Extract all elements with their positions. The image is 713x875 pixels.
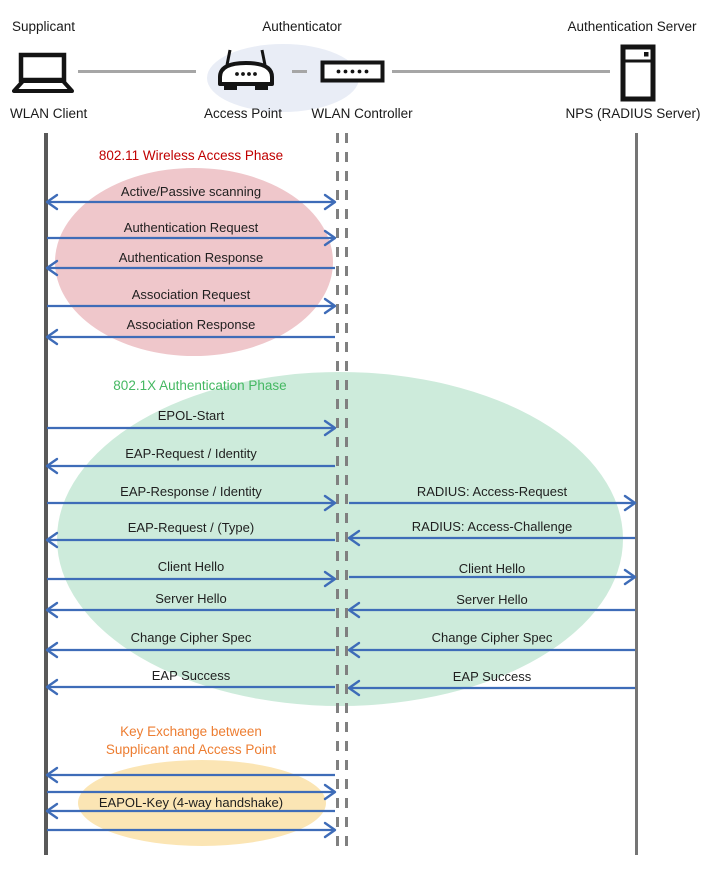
- device-label-access-point: Access Point: [203, 106, 283, 121]
- server-icon: [620, 44, 656, 102]
- message-label: EAP Success: [452, 669, 532, 684]
- message-arrow-left: [45, 641, 335, 659]
- message-arrow-right: [47, 229, 337, 247]
- message-label: EAP-Request / (Type): [127, 520, 255, 535]
- message-arrow-left: [347, 601, 635, 619]
- message-arrow-right: [349, 494, 637, 512]
- message-arrow-right: [47, 494, 337, 512]
- lifeline-wlan-client: [44, 133, 48, 855]
- device-label-wlan-client: WLAN Client: [10, 106, 88, 121]
- message-arrow-left: [45, 531, 335, 549]
- message-arrow-right: [47, 419, 337, 437]
- message-arrow-right: [349, 568, 637, 586]
- message-label: Authentication Response: [118, 250, 264, 265]
- laptop-icon: [12, 52, 74, 93]
- message-label: EAPOL-Key (4-way handshake): [98, 795, 284, 810]
- message-label: Client Hello: [157, 559, 225, 574]
- message-label: Active/Passive scanning: [120, 184, 262, 199]
- message-label: Server Hello: [155, 591, 227, 606]
- lifeline-authenticator-dash-1: [336, 133, 339, 855]
- message-arrow-left: [347, 641, 635, 659]
- message-arrow-left: [45, 457, 335, 475]
- message-label: EAP-Response / Identity: [120, 484, 262, 499]
- message-label: Authentication Request: [123, 220, 259, 235]
- message-arrow-left: [45, 766, 335, 784]
- message-arrow-right: [47, 570, 337, 588]
- device-label-nps-radius-server: NPS (RADIUS Server): [565, 106, 701, 121]
- role-label-authenticator: Authenticator: [262, 19, 342, 34]
- message-arrow-right: [47, 297, 337, 315]
- role-label-authentication-server: Authentication Server: [567, 19, 697, 34]
- message-label: EAP-Request / Identity: [125, 446, 257, 461]
- wlan-controller-icon: [320, 60, 385, 83]
- phase-title-key-exchange-line2: Supplicant and Access Point: [105, 742, 277, 757]
- message-arrow-left: [347, 529, 635, 547]
- message-label: EPOL-Start: [157, 408, 225, 423]
- access-point-icon: [218, 49, 274, 90]
- message-arrow-left: [45, 601, 335, 619]
- connector-client-to-ap: [78, 70, 196, 73]
- device-label-wlan-controller: WLAN Controller: [311, 106, 413, 121]
- message-label: EAP Success: [151, 668, 231, 683]
- message-arrow-right: [47, 821, 337, 839]
- message-label: RADIUS: Access-Request: [416, 484, 568, 499]
- message-label: Association Request: [131, 287, 251, 302]
- connector-controller-to-server: [392, 70, 610, 73]
- phase-title-80211-wireless-access: 802.11 Wireless Access Phase: [98, 148, 284, 163]
- message-arrow-left: [45, 328, 335, 346]
- message-label: Client Hello: [458, 561, 526, 576]
- message-arrow-both: [45, 193, 337, 211]
- message-label: Server Hello: [456, 592, 528, 607]
- message-arrow-left: [45, 802, 335, 820]
- message-arrow-right: [47, 783, 337, 801]
- lifeline-radius-server: [635, 133, 638, 855]
- message-label: Change Cipher Spec: [130, 630, 252, 645]
- message-arrow-left: [45, 259, 335, 277]
- message-label: RADIUS: Access-Challenge: [411, 519, 573, 534]
- message-label: Association Response: [126, 317, 256, 332]
- message-label: Change Cipher Spec: [431, 630, 553, 645]
- role-label-supplicant: Supplicant: [12, 19, 76, 34]
- phase-title-key-exchange-line1: Key Exchange between: [120, 724, 262, 739]
- wireless-access-phase-ellipse: [55, 168, 333, 356]
- message-arrow-left: [347, 679, 635, 697]
- message-arrow-left: [45, 678, 335, 696]
- lifeline-authenticator-dash-2: [345, 133, 348, 855]
- connector-ap-to-controller: [292, 70, 307, 73]
- phase-title-8021x-authentication: 802.1X Authentication Phase: [113, 378, 287, 393]
